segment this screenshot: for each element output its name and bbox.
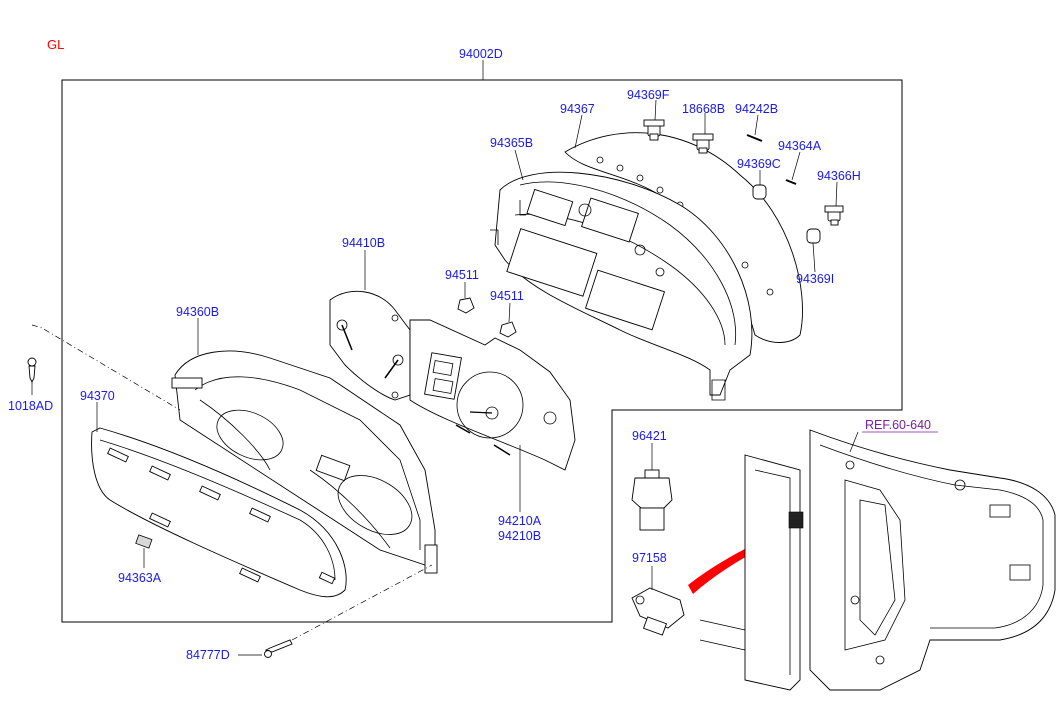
screw-1018AD <box>27 357 37 384</box>
screw-84777D <box>264 639 293 658</box>
leader-94511-lower <box>508 302 511 323</box>
label-94210A[interactable]: 94210A <box>498 514 542 528</box>
reference-label[interactable]: REF.60-640 <box>865 418 931 432</box>
label-94410B[interactable]: 94410B <box>342 236 385 250</box>
variant-label: GL <box>47 37 64 52</box>
bulb-18668B <box>692 133 714 154</box>
label-94369F[interactable]: 94369F <box>627 88 670 102</box>
assembly-frame <box>61 79 903 623</box>
label-94365B[interactable]: 94365B <box>490 136 533 150</box>
label-94363A[interactable]: 94363A <box>118 571 162 585</box>
label-94511-lower[interactable]: 94511 <box>490 289 524 303</box>
label-94367[interactable]: 94367 <box>560 102 595 116</box>
label-94369I[interactable]: 94369I <box>796 272 834 286</box>
label-94369C[interactable]: 94369C <box>737 157 781 171</box>
label-94364A[interactable]: 94364A <box>778 139 822 153</box>
sensor-96421 <box>631 469 673 531</box>
leader-94367 <box>574 114 583 149</box>
leader-94369I <box>812 242 816 273</box>
label-97158[interactable]: 97158 <box>632 551 667 565</box>
label-94511-upper[interactable]: 94511 <box>445 268 479 282</box>
pin-94364A <box>785 179 797 185</box>
switch-97158 <box>631 587 685 636</box>
knob-94511-upper <box>457 297 475 314</box>
label-94210B[interactable]: 94210B <box>498 529 541 543</box>
bulb-94369F <box>643 119 665 141</box>
screw-dash-line <box>31 324 181 411</box>
label-94360B[interactable]: 94360B <box>176 305 219 319</box>
label-94370[interactable]: 94370 <box>80 389 115 403</box>
label-94366H[interactable]: 94366H <box>817 169 861 183</box>
knob-94511-lower <box>499 321 517 338</box>
bulb-94366H <box>824 205 844 226</box>
leader-94242B <box>754 114 759 136</box>
bezel-94360B <box>171 350 438 574</box>
pin-94242B <box>746 134 763 142</box>
leader-ref <box>849 431 859 453</box>
label-84777D[interactable]: 84777D <box>186 648 230 662</box>
cap-94369I <box>806 228 821 244</box>
case-94365B <box>490 171 753 401</box>
screw-dash-line-lower <box>291 564 433 641</box>
lens-94370 <box>91 427 347 598</box>
body-structure <box>699 429 1056 691</box>
label-18668B[interactable]: 18668B <box>682 102 725 116</box>
leader-94369F <box>654 99 657 121</box>
leader-94364A <box>791 151 801 181</box>
leader-94366H <box>835 181 838 207</box>
dial-plate-94410B <box>329 290 411 401</box>
label-94242B[interactable]: 94242B <box>735 102 778 116</box>
leader-94365B <box>514 149 524 181</box>
assembly-label[interactable]: 94002D <box>459 47 503 61</box>
label-96421[interactable]: 96421 <box>632 429 667 443</box>
cap-94369C <box>752 184 767 200</box>
label-1018AD[interactable]: 1018AD <box>8 399 53 413</box>
clip-94363A <box>135 534 153 549</box>
gauge-plate-94210A <box>409 319 576 471</box>
